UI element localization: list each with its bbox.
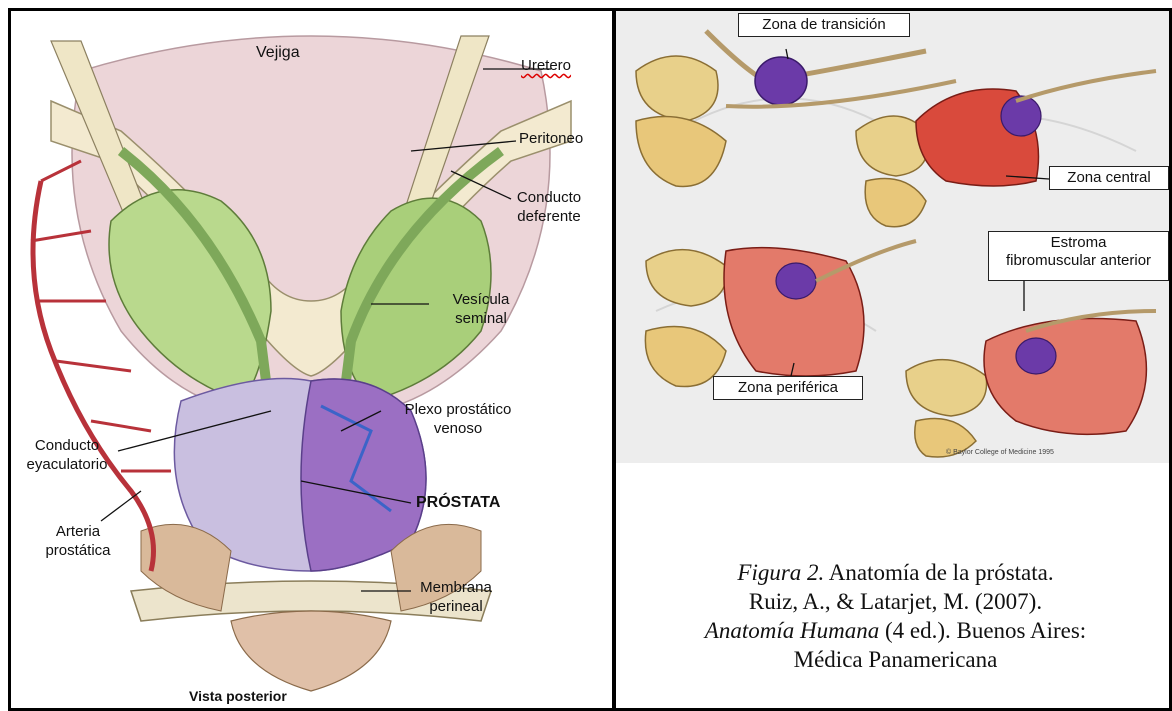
membrana-perineal-label: Membrana perineal — [411, 579, 501, 617]
vejiga-label: Vejiga — [256, 43, 300, 63]
credit-text: © Baylor College of Medicine 1995 — [946, 449, 1054, 458]
figure-caption: Figura 2. Anatomía de la próstata. Ruiz,… — [616, 558, 1172, 674]
prostate-zones-panel: Zona de transición Zona central Estroma … — [613, 8, 1172, 466]
peritoneo-label: Peritoneo — [519, 130, 583, 149]
zona-central-label: Zona central — [1049, 166, 1169, 190]
conducto-eyaculatorio-label: Conducto eyaculatorio — [17, 437, 117, 475]
zona-periferica-label: Zona periférica — [713, 376, 863, 400]
prostate-posterior-illustration — [11, 11, 612, 708]
caption-panel: Figura 2. Anatomía de la próstata. Ruiz,… — [613, 463, 1172, 711]
vesicula-seminal-label: Vesícula seminal — [431, 291, 531, 329]
left-anatomy-panel: Vejiga Uretero Peritoneo Conducto defere… — [8, 8, 615, 711]
arteria-prostatica-label: Arteria prostática — [33, 523, 123, 561]
uretero-label: Uretero — [521, 57, 571, 76]
conducto-deferente-label: Conducto deferente — [499, 189, 599, 227]
zona-transicion-label: Zona de transición — [738, 13, 910, 37]
vista-posterior-label: Vista posterior — [189, 688, 287, 706]
estroma-fibromuscular-label: Estroma fibromuscular anterior — [988, 231, 1169, 281]
plexo-prostatico-label: Plexo prostático venoso — [383, 401, 533, 439]
prostata-label: PRÓSTATA — [416, 493, 500, 513]
